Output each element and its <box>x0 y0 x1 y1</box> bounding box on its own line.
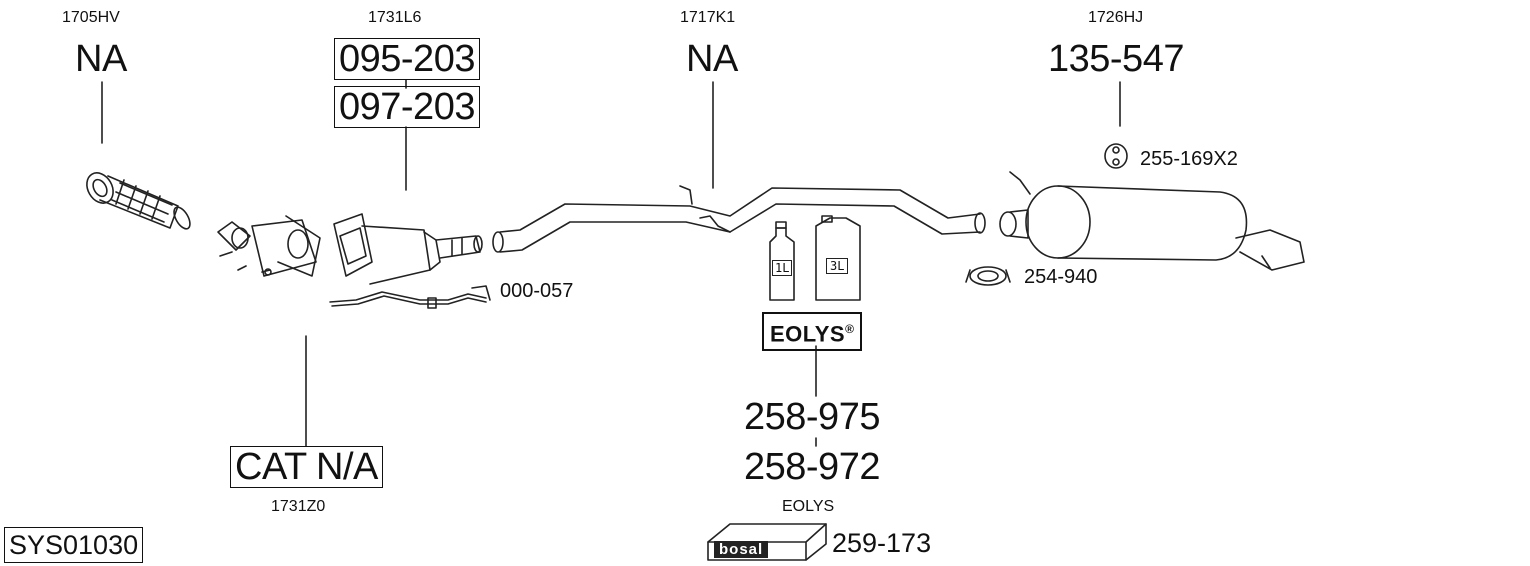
part-code-258-972[interactable]: 258-972 <box>744 446 880 488</box>
oe-label-eolys: EOLYS <box>782 498 835 515</box>
rubber-mount-code[interactable]: 255-169X2 <box>1140 148 1238 170</box>
oe-number-1705hv: 1705HV <box>62 9 120 26</box>
catalytic-converter-drawing <box>217 215 321 277</box>
clamp-code[interactable]: 254-940 <box>1024 266 1098 288</box>
middle-pipe-drawing <box>492 185 986 253</box>
eolys-badge: EOLYS® <box>762 312 863 352</box>
clamp-drawing <box>965 266 1011 286</box>
oe-number-1731z0: 1731Z0 <box>271 498 326 515</box>
rubber-mount-drawing <box>1104 143 1128 169</box>
part-code-1705hv[interactable]: NA <box>75 38 127 80</box>
eolys-bottle-small-drawing <box>769 221 795 301</box>
eolys-badge-mark: ® <box>845 322 855 336</box>
part-code-1717k1[interactable]: NA <box>686 38 738 80</box>
oe-number-1731l6: 1731L6 <box>368 9 422 26</box>
oe-number-1717k1: 1717K1 <box>680 9 736 26</box>
flex-pipe-drawing <box>86 172 191 230</box>
rear-silencer-drawing <box>999 171 1305 271</box>
sensor-drawing <box>329 285 491 309</box>
part-code-097-203[interactable]: 097-203 <box>334 86 480 128</box>
eolys-badge-text: EOLYS <box>770 321 846 347</box>
part-code-cat[interactable]: CAT N/A <box>230 446 383 488</box>
part-code-095-203[interactable]: 095-203 <box>334 38 480 80</box>
small-bottle-label: 1L <box>772 260 793 276</box>
large-bottle-label: 3L <box>826 258 849 274</box>
bosal-logo: bosal <box>714 541 769 558</box>
system-id: SYS01030 <box>4 527 144 563</box>
part-code-135-547[interactable]: 135-547 <box>1048 38 1184 80</box>
particulate-filter-drawing <box>333 213 483 285</box>
eolys-bottle-large-drawing <box>815 215 861 301</box>
sensor-code[interactable]: 000-057 <box>500 280 574 302</box>
oe-number-1726hj: 1726HJ <box>1088 9 1144 26</box>
part-code-258-975[interactable]: 258-975 <box>744 396 880 438</box>
part-code-259-173[interactable]: 259-173 <box>832 528 932 558</box>
